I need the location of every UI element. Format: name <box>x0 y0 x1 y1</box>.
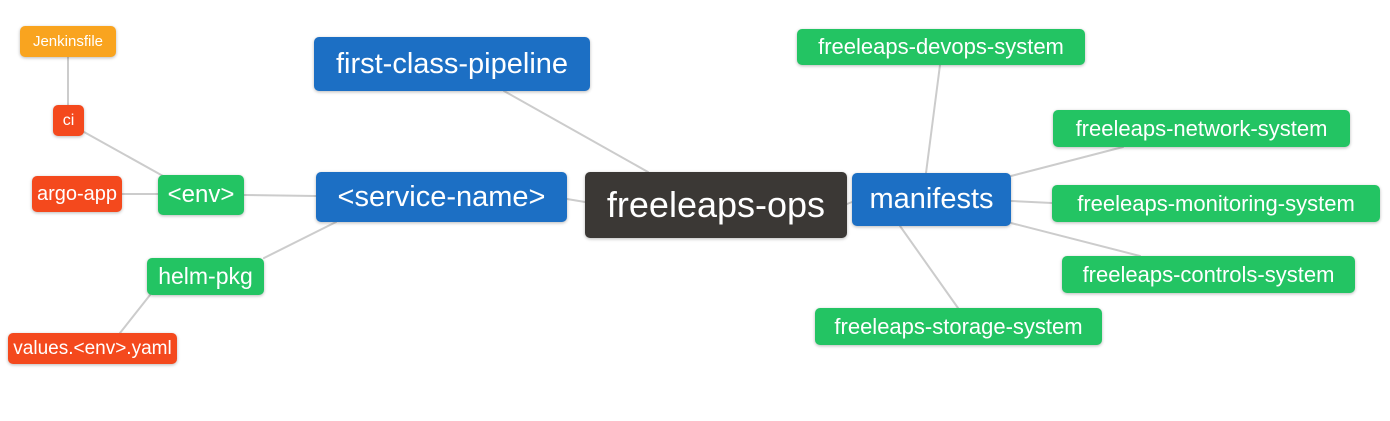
node-ci[interactable]: ci <box>53 105 84 136</box>
edge-manifests-to-monitoring-system <box>1010 200 1053 204</box>
node-service-name[interactable]: <service-name> <box>316 172 567 222</box>
edge-manifests-to-devops-system <box>925 64 941 174</box>
node-first-class-pipeline[interactable]: first-class-pipeline <box>314 37 590 91</box>
edge-helm-pkg-to-values-env-yaml <box>119 294 151 334</box>
node-freeleaps-monitoring-system[interactable]: freeleaps-monitoring-system <box>1052 185 1380 222</box>
edge-service-name-to-helm-pkg <box>263 221 337 259</box>
edge-service-name-to-freeleaps-ops <box>566 198 586 203</box>
node-helm-pkg[interactable]: helm-pkg <box>147 258 264 295</box>
node-freeleaps-ops[interactable]: freeleaps-ops <box>585 172 847 238</box>
node-jenkinsfile[interactable]: Jenkinsfile <box>20 26 116 57</box>
edge-freeleaps-ops-to-manifests <box>846 201 853 205</box>
edge-manifests-to-network-system <box>1010 146 1124 177</box>
node-argo-app[interactable]: argo-app <box>32 176 122 212</box>
edge-manifests-to-storage-system <box>899 225 959 309</box>
node-env[interactable]: <env> <box>158 175 244 215</box>
edge-env-to-service-name <box>243 194 317 197</box>
edge-ci-to-env <box>83 131 164 177</box>
node-freeleaps-storage-system[interactable]: freeleaps-storage-system <box>815 308 1102 345</box>
node-manifests[interactable]: manifests <box>852 173 1011 226</box>
edge-first-class-pipeline-to-freeleaps-ops <box>503 90 649 173</box>
node-freeleaps-devops-system[interactable]: freeleaps-devops-system <box>797 29 1085 65</box>
node-values-env-yaml[interactable]: values.<env>.yaml <box>8 333 177 364</box>
node-freeleaps-controls-system[interactable]: freeleaps-controls-system <box>1062 256 1355 293</box>
edge-manifests-to-controls-system <box>1010 222 1141 257</box>
node-freeleaps-network-system[interactable]: freeleaps-network-system <box>1053 110 1350 147</box>
